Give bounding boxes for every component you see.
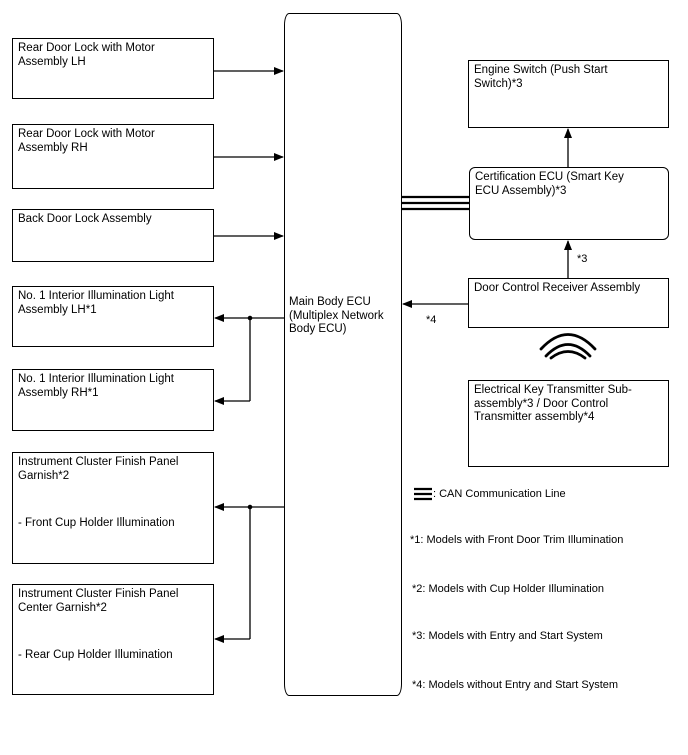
instrument-cluster-garnish-line1: Instrument Cluster Finish Panel	[18, 456, 179, 468]
door-control-receiver-line1: Door Control Receiver Assembly	[474, 282, 641, 294]
rear-door-lock-lh-line2: Assembly LH	[18, 55, 86, 68]
certification-ecu-line2: ECU Assembly)*3	[475, 184, 567, 197]
footnote-1: *1: Models with Front Door Trim Illumina…	[410, 534, 624, 546]
instrument-cluster-center-garnish-line2: Center Garnish*2	[18, 601, 107, 614]
instrument-cluster-garnish-line2: Garnish*2	[18, 469, 70, 482]
instrument-cluster-center-garnish-block: Instrument Cluster Finish Panel Center G…	[12, 584, 214, 695]
main-body-ecu-block	[284, 13, 402, 696]
main-body-ecu-line3: Body ECU)	[289, 323, 347, 335]
key-transmitter-line3: Transmitter assembly*4	[474, 411, 595, 423]
interior-illumination-rh-line1: No. 1 Interior Illumination Light	[18, 373, 174, 385]
main-body-ecu-line2: (Multiplex Network	[289, 309, 384, 322]
certification-ecu-block: Certification ECU (Smart Key ECU Assembl…	[469, 167, 669, 240]
footnote-3: *3: Models with Entry and Start System	[412, 630, 603, 642]
back-door-lock-block: Back Door Lock Assembly	[12, 209, 214, 262]
rear-door-lock-rh-line2: Assembly RH	[18, 141, 88, 154]
certification-ecu-line1: Certification ECU (Smart Key	[475, 171, 624, 183]
can-line	[402, 195, 469, 211]
interior-illumination-lh-block: No. 1 Interior Illumination Light Assemb…	[12, 286, 214, 347]
rear-door-lock-lh-block: Rear Door Lock with Motor Assembly LH	[12, 38, 214, 99]
back-door-lock-line1: Back Door Lock Assembly	[18, 213, 152, 225]
wireless-signal-icon	[539, 333, 597, 360]
rear-door-lock-lh-line1: Rear Door Lock with Motor	[18, 42, 155, 54]
main-body-ecu-line1: Main Body ECU	[289, 296, 371, 308]
can-legend-symbol	[414, 487, 432, 501]
junction-dot	[247, 504, 253, 510]
front-cup-holder-illumination: - Front Cup Holder Illumination	[18, 517, 175, 529]
instrument-cluster-garnish-block: Instrument Cluster Finish Panel Garnish*…	[12, 452, 214, 564]
key-transmitter-line2: assembly*3 / Door Control	[474, 397, 609, 410]
main-body-ecu-label: Main Body ECU (Multiplex Network Body EC…	[289, 296, 399, 337]
can-legend-text: : CAN Communication Line	[433, 488, 566, 500]
door-control-receiver-block: Door Control Receiver Assembly	[468, 278, 669, 328]
instrument-cluster-center-garnish-line1: Instrument Cluster Finish Panel	[18, 588, 179, 600]
rear-door-lock-rh-line1: Rear Door Lock with Motor	[18, 128, 155, 140]
star3-label: *3	[577, 253, 588, 265]
junction-dot	[247, 315, 253, 321]
interior-illumination-lh-line2: Assembly LH*1	[18, 303, 97, 316]
rear-door-lock-rh-block: Rear Door Lock with Motor Assembly RH	[12, 124, 214, 189]
interior-illumination-rh-block: No. 1 Interior Illumination Light Assemb…	[12, 369, 214, 431]
engine-switch-line2: Switch)*3	[474, 77, 523, 90]
engine-switch-line1: Engine Switch (Push Start	[474, 64, 608, 76]
key-transmitter-block: Electrical Key Transmitter Sub- assembly…	[468, 380, 669, 467]
interior-illumination-lh-line1: No. 1 Interior Illumination Light	[18, 290, 174, 302]
rear-cup-holder-illumination: - Rear Cup Holder Illumination	[18, 649, 173, 661]
star4-label: *4	[426, 314, 437, 326]
interior-illumination-rh-line2: Assembly RH*1	[18, 386, 99, 399]
engine-switch-block: Engine Switch (Push Start Switch)*3	[468, 60, 669, 128]
footnote-4: *4: Models without Entry and Start Syste…	[412, 679, 619, 691]
key-transmitter-line1: Electrical Key Transmitter Sub-	[474, 384, 632, 396]
footnote-2: *2: Models with Cup Holder Illumination	[412, 583, 604, 595]
